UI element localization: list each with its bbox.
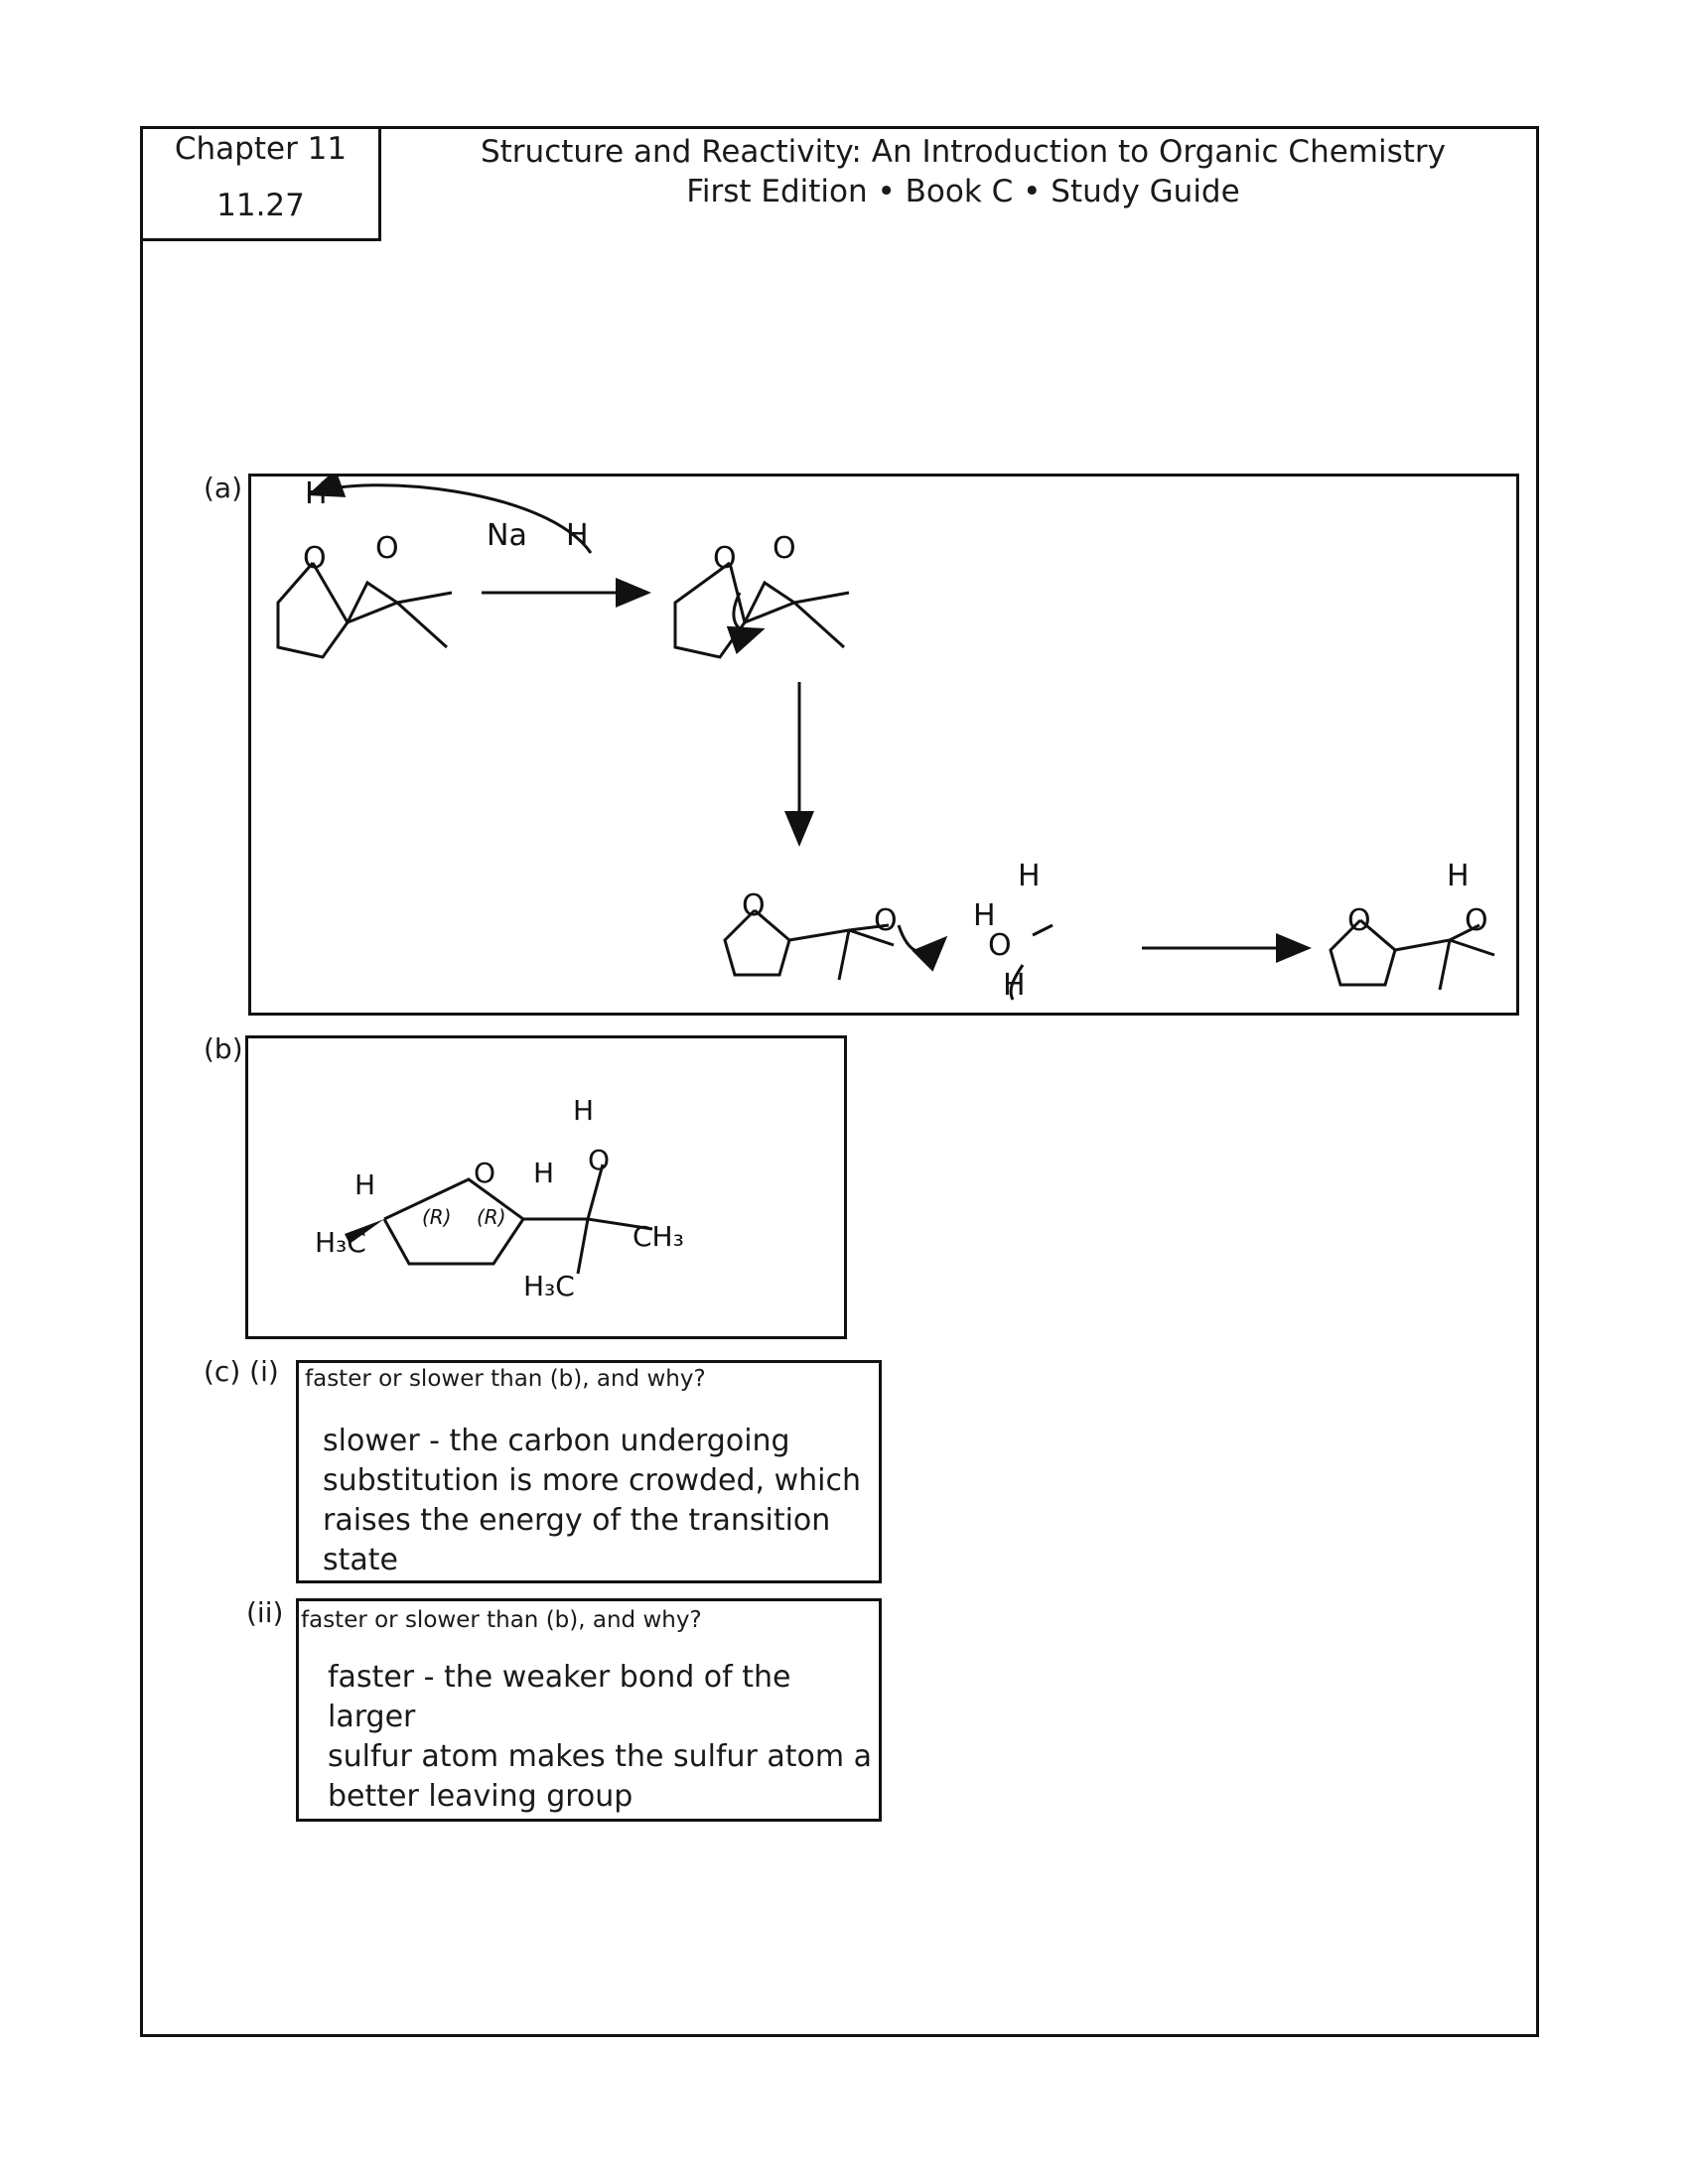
answer-line: slower - the carbon undergoing (323, 1424, 790, 1458)
problem-number: 11.27 (216, 188, 305, 223)
chapter-title: Chapter 11 (174, 131, 348, 167)
atom-h-1: H (305, 477, 328, 511)
sidechain-b (523, 1163, 653, 1275)
part-c-i-answer: slower - the carbon undergoing substitut… (323, 1422, 874, 1580)
atom-h-5: H (1003, 968, 1026, 1003)
thf-ring-b (382, 1177, 526, 1266)
part-a-mechanism: H O O Na H O O O O H O H H O H O (276, 474, 1495, 1003)
hydronium-bonds (1009, 923, 1054, 1001)
start-epoxide (346, 580, 401, 624)
int-epoxide (743, 580, 798, 624)
atom-h-4: H (1018, 859, 1041, 893)
atom-h-left: H (354, 1168, 375, 1201)
part-b-structure: H O H H O H₃C CH₃ H₃C (R) (R) (315, 1094, 684, 1302)
part-c-label: (c) (i) (204, 1355, 279, 1388)
atom-o-epoxide-2: O (773, 531, 796, 566)
group-h3c-bottom: H₃C (523, 1270, 575, 1302)
atom-o-ring: O (474, 1157, 495, 1189)
part-a-label: (a) (204, 472, 243, 504)
atom-o-thf-product: O (1347, 903, 1371, 938)
atom-o-thf: O (742, 888, 766, 923)
atom-o-alkoxide-2: O (874, 903, 898, 938)
reagent-h: H (566, 518, 589, 553)
part-c-ii-box (296, 1598, 882, 1822)
part-b-label: (b) (204, 1032, 243, 1065)
thf-ring-product (1329, 918, 1397, 987)
chapter-box (140, 126, 381, 241)
answer-line: better leaving group (328, 1779, 633, 1814)
atom-o-oh: O (588, 1144, 610, 1176)
part-a-box (248, 474, 1519, 1016)
atom-h-3: H (973, 898, 996, 933)
curved-arrow-attack (726, 592, 766, 655)
part-b-box (245, 1035, 847, 1339)
answer-line: raises the energy of the transition stat… (323, 1503, 831, 1577)
part-c-ii-label: (ii) (246, 1596, 284, 1629)
answer-line: substitution is more crowded, which (323, 1463, 862, 1498)
atom-o-1: O (303, 541, 327, 576)
int-chain (673, 561, 747, 659)
book-title: Structure and Reactivity: An Introductio… (480, 134, 1447, 170)
atom-h-right: H (533, 1157, 554, 1189)
atom-h-oh: H (573, 1094, 594, 1127)
atom-h-product: H (1447, 859, 1470, 893)
group-ch3: CH₃ (633, 1220, 684, 1253)
reagent-na: Na (487, 518, 527, 553)
part-c-i-box (296, 1360, 882, 1583)
page-frame (140, 126, 1539, 2037)
atom-o-product: O (1465, 903, 1488, 938)
book-subtitle: First Edition • Book C • Study Guide (686, 174, 1240, 209)
thf-sidechain-1 (788, 923, 895, 981)
int-methyls (792, 591, 850, 649)
group-h3c-left: H₃C (315, 1226, 366, 1259)
part-c-i-question: faster or slower than (b), and why? (305, 1366, 706, 1392)
answer-line: faster - the weaker bond of the larger (328, 1660, 791, 1734)
answer-line: sulfur atom makes the sulfur atom a (328, 1739, 873, 1774)
wedge-left (345, 1219, 384, 1244)
thf-ring-1 (723, 908, 791, 977)
stereo-r-2: (R) (477, 1205, 506, 1229)
atom-o-epoxide-1: O (375, 531, 399, 566)
atom-o-alkoxide: O (713, 541, 737, 576)
product-sidechain (1394, 923, 1495, 991)
curved-arrow-protonate (897, 924, 948, 972)
part-c-ii-question: faster or slower than (b), and why? (301, 1607, 702, 1633)
part-c-ii-answer: faster - the weaker bond of the larger s… (328, 1658, 874, 1817)
start-chain (276, 562, 350, 659)
curved-arrow-hydride (307, 474, 593, 554)
stereo-r-1: (R) (422, 1205, 452, 1229)
atom-o-hydronium: O (988, 928, 1012, 963)
start-methyls (395, 591, 453, 649)
